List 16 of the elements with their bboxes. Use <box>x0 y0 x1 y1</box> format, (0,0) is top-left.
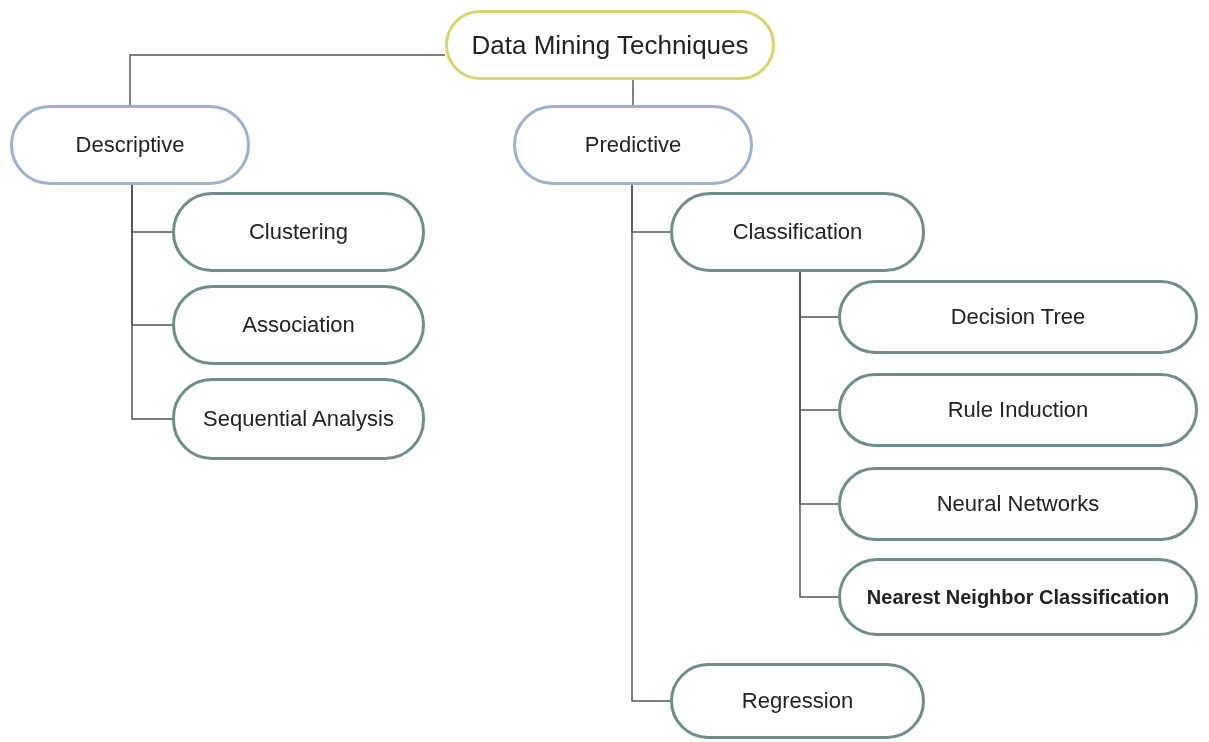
topic-node: Sequential Analysis <box>172 378 425 460</box>
topic-node: Regression <box>670 663 925 739</box>
root-node: Data Mining Techniques <box>445 10 775 80</box>
connector-line <box>631 184 671 702</box>
connector-line <box>131 184 173 420</box>
connector-line <box>129 54 446 106</box>
topic-node: Nearest Neighbor Classification <box>838 558 1198 636</box>
topic-node: Association <box>172 285 425 365</box>
topic-node: Rule Induction <box>838 373 1198 447</box>
connector-line <box>632 79 634 106</box>
topic-node: Clustering <box>172 192 425 272</box>
topic-node: Predictive <box>513 105 753 185</box>
topic-node: Neural Networks <box>838 467 1198 541</box>
topic-node: Decision Tree <box>838 280 1198 354</box>
topic-node: Classification <box>670 192 925 272</box>
topic-node: Descriptive <box>10 105 250 185</box>
